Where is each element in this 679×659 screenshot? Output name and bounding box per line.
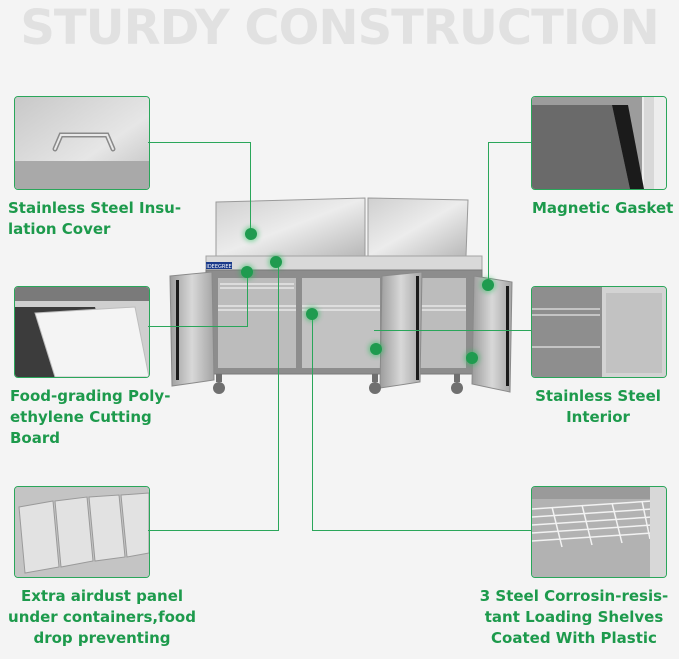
hotspot-shelves — [306, 308, 318, 320]
label-magnetic-gasket: Magnetic Gasket — [532, 199, 674, 217]
insulation-cover-thumbnail — [14, 96, 150, 190]
shelves-thumbnail — [531, 486, 667, 578]
magnetic-gasket-thumbnail — [531, 96, 667, 190]
label-shelves: 3 Steel Corrosin-resis- tant Loading She… — [479, 587, 669, 647]
hotspot-magnetic-gasket — [482, 279, 494, 291]
hotspot-door — [466, 352, 478, 364]
label-cutting-board: Food-grading Poly- ethylene Cutting Boar… — [10, 387, 171, 447]
refrigerator-illustration: IDEEGREE — [160, 196, 530, 396]
hotspot-insulation-cover — [245, 228, 257, 240]
hotspot-interior — [370, 343, 382, 355]
cutting-board-thumbnail — [14, 286, 150, 378]
interior-thumbnail — [531, 286, 667, 378]
label-interior: Stainless Steel Interior — [535, 387, 661, 426]
airdust-panel-thumbnail — [14, 486, 150, 578]
hotspot-top-rail — [270, 256, 282, 268]
hotspot-cutting-board — [241, 266, 253, 278]
headline: STURDY CONSTRUCTION — [20, 0, 659, 56]
label-airdust-panel: Extra airdust panel under containers,foo… — [8, 587, 196, 647]
brand-plate: IDEEGREE — [206, 264, 231, 270]
label-insulation-cover: Stainless Steel Insu- lation Cover — [8, 199, 182, 238]
